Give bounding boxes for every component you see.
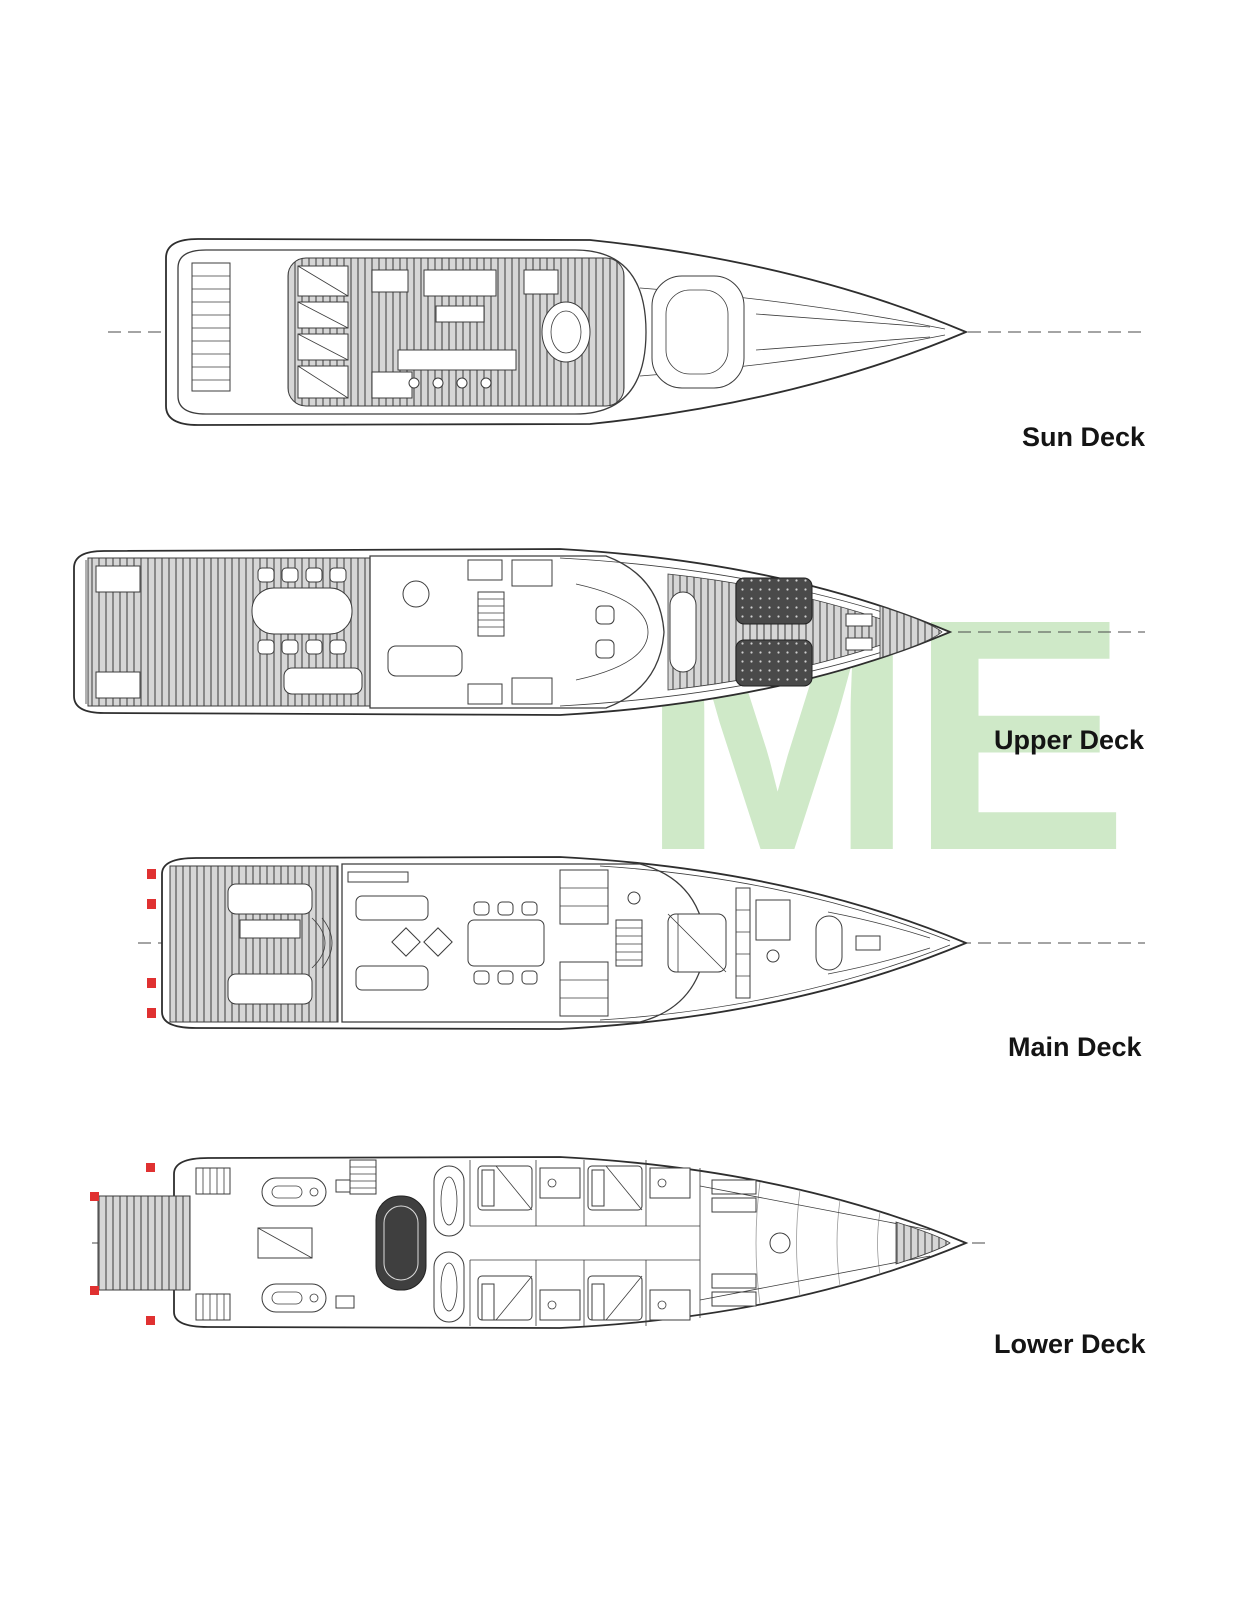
- platform-fender-marks: [90, 1163, 155, 1325]
- main-bulwark-lines: [599, 865, 951, 1021]
- upper-superstructure: [369, 555, 665, 709]
- upper-deck-label: Upper Deck: [994, 725, 1145, 755]
- sun-deck-spa: [541, 301, 591, 363]
- sun-pads: [297, 265, 349, 399]
- sun-deck-stern-stairs: [191, 262, 231, 392]
- stern-fender-marks: [147, 869, 156, 1018]
- crew-quarters: [711, 1179, 791, 1307]
- side-lockers: [433, 1165, 465, 1323]
- upper-aft-corner-seats: [95, 565, 141, 699]
- bow-teak-wedge: [879, 605, 943, 659]
- swim-platform: [97, 1195, 191, 1291]
- lower-deck-plan: [90, 1156, 990, 1329]
- hull-frames: [755, 1181, 881, 1305]
- lower-deck-label: Lower Deck: [994, 1329, 1146, 1359]
- upper-stairs: [477, 591, 505, 637]
- bow-hatch-lines: [755, 313, 931, 351]
- main-deck-plan: [138, 856, 1145, 1030]
- wheelhouse: [575, 583, 649, 681]
- main-foredeck: [815, 911, 931, 975]
- sun-deck-label: Sun Deck: [1022, 422, 1146, 452]
- windlass-gear: [845, 613, 873, 651]
- foredeck-sun-pads: [735, 577, 813, 687]
- skylounge-furniture: [387, 559, 553, 705]
- sun-deck-forward-skylight: [651, 275, 745, 389]
- lower-deck-hull-outline: [173, 1156, 969, 1329]
- dining-area: [467, 901, 545, 985]
- sun-deck-planking: [287, 257, 625, 407]
- forepeak-wedge: [895, 1221, 951, 1265]
- stored-tender: [375, 1195, 427, 1291]
- master-cabin: [667, 887, 791, 999]
- bow-stringers: [699, 1185, 931, 1301]
- sun-deck-plan: [108, 238, 1145, 426]
- main-aft-furniture: [227, 883, 333, 1005]
- guest-cabins: [469, 1160, 701, 1326]
- upper-dining-table: [251, 567, 353, 655]
- foredeck-seat: [669, 591, 697, 673]
- sun-deck-superstructure: [177, 249, 647, 415]
- sun-deck-tables: [371, 269, 559, 399]
- lower-stairs: [349, 1159, 377, 1195]
- transom-stairs: [195, 1167, 231, 1321]
- main-deck-label: Main Deck: [1008, 1032, 1142, 1062]
- upper-aft-sofa: [283, 667, 363, 695]
- salon-furniture: [347, 871, 453, 991]
- galley-and-stairs: [559, 869, 643, 1017]
- upper-deck-plan: [73, 548, 1145, 716]
